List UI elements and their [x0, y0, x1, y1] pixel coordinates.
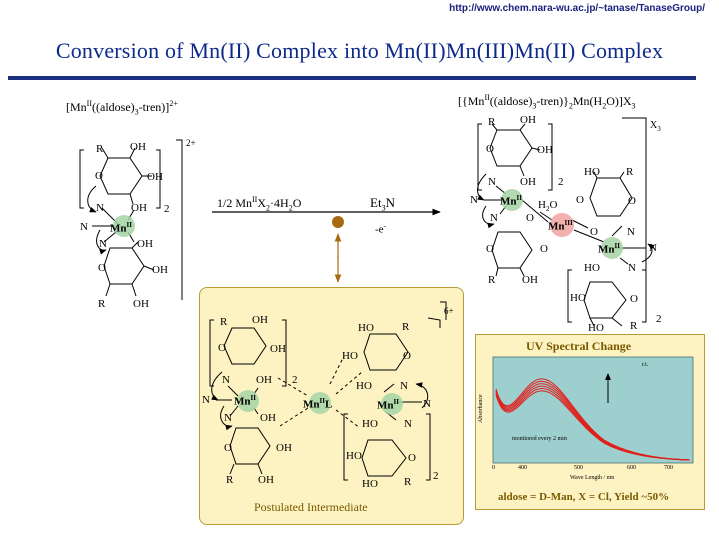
uv-trend-arrowhead — [605, 373, 611, 380]
uv-xlabel: Wave Length / nm — [570, 475, 615, 481]
uv-xtick-600: 600 — [627, 465, 636, 471]
uv-xtick-500: 500 — [574, 465, 583, 471]
mn3-atom-right — [550, 213, 574, 237]
oxidation-label: -e- — [375, 222, 386, 236]
uv-panel: UV Spectral Change Absorbance r.t. monit… — [475, 334, 705, 510]
uv-plot-area — [492, 356, 694, 464]
left-complex-formula: [MnII((aldose)3-tren)]2+ — [66, 99, 178, 117]
uv-ylabel: Absorbance — [478, 394, 484, 423]
uv-rt: r.t. — [642, 362, 649, 368]
right-complex-formula: [{MnII((aldose)3-tren)}2Mn(H2O)]X3 — [458, 93, 636, 111]
right-trinuclear-structure — [477, 117, 655, 327]
mn2-atom-intermediate-right — [381, 393, 403, 415]
mn2-atom-intermediate-left — [237, 390, 259, 412]
uv-chart — [492, 356, 694, 464]
uv-condition: aldose = D-Man, X = Cl, Yield ~50% — [498, 491, 670, 503]
intermediate-panel: R OH O OH N OH 2 N MnII N OH O OH R OH M… — [199, 287, 464, 525]
left-monomer-structure — [79, 139, 183, 300]
mn2-atom-right-bottom — [601, 237, 623, 259]
uv-xtick-700: 700 — [664, 465, 673, 471]
intermediate-dot — [332, 216, 344, 228]
base-label: Et3N — [370, 195, 395, 213]
uv-title: UV Spectral Change — [526, 339, 632, 353]
title-rule — [8, 76, 696, 80]
uv-scan-curve — [495, 378, 691, 461]
uv-xtick-400: 400 — [518, 465, 527, 471]
mn2-atom-right-top — [501, 189, 523, 211]
uv-curves — [495, 378, 691, 461]
uv-x0: 0 — [492, 465, 495, 471]
mn2-atom-intermediate-center — [309, 392, 331, 414]
source-url[interactable]: http://www.chem.nara-wu.ac.jp/~tanase/Ta… — [449, 3, 705, 14]
intermediate-structure — [209, 301, 447, 481]
page-title: Conversion of Mn(II) Complex into Mn(II)… — [55, 38, 664, 63]
mn2-atom-left — [113, 215, 135, 237]
uv-annotation: monitored every 2 min — [512, 436, 567, 442]
reagent-label: 1/2 MnIIX2·4H2O — [217, 195, 302, 213]
intermediate-caption: Postulated Intermediate — [254, 500, 368, 514]
